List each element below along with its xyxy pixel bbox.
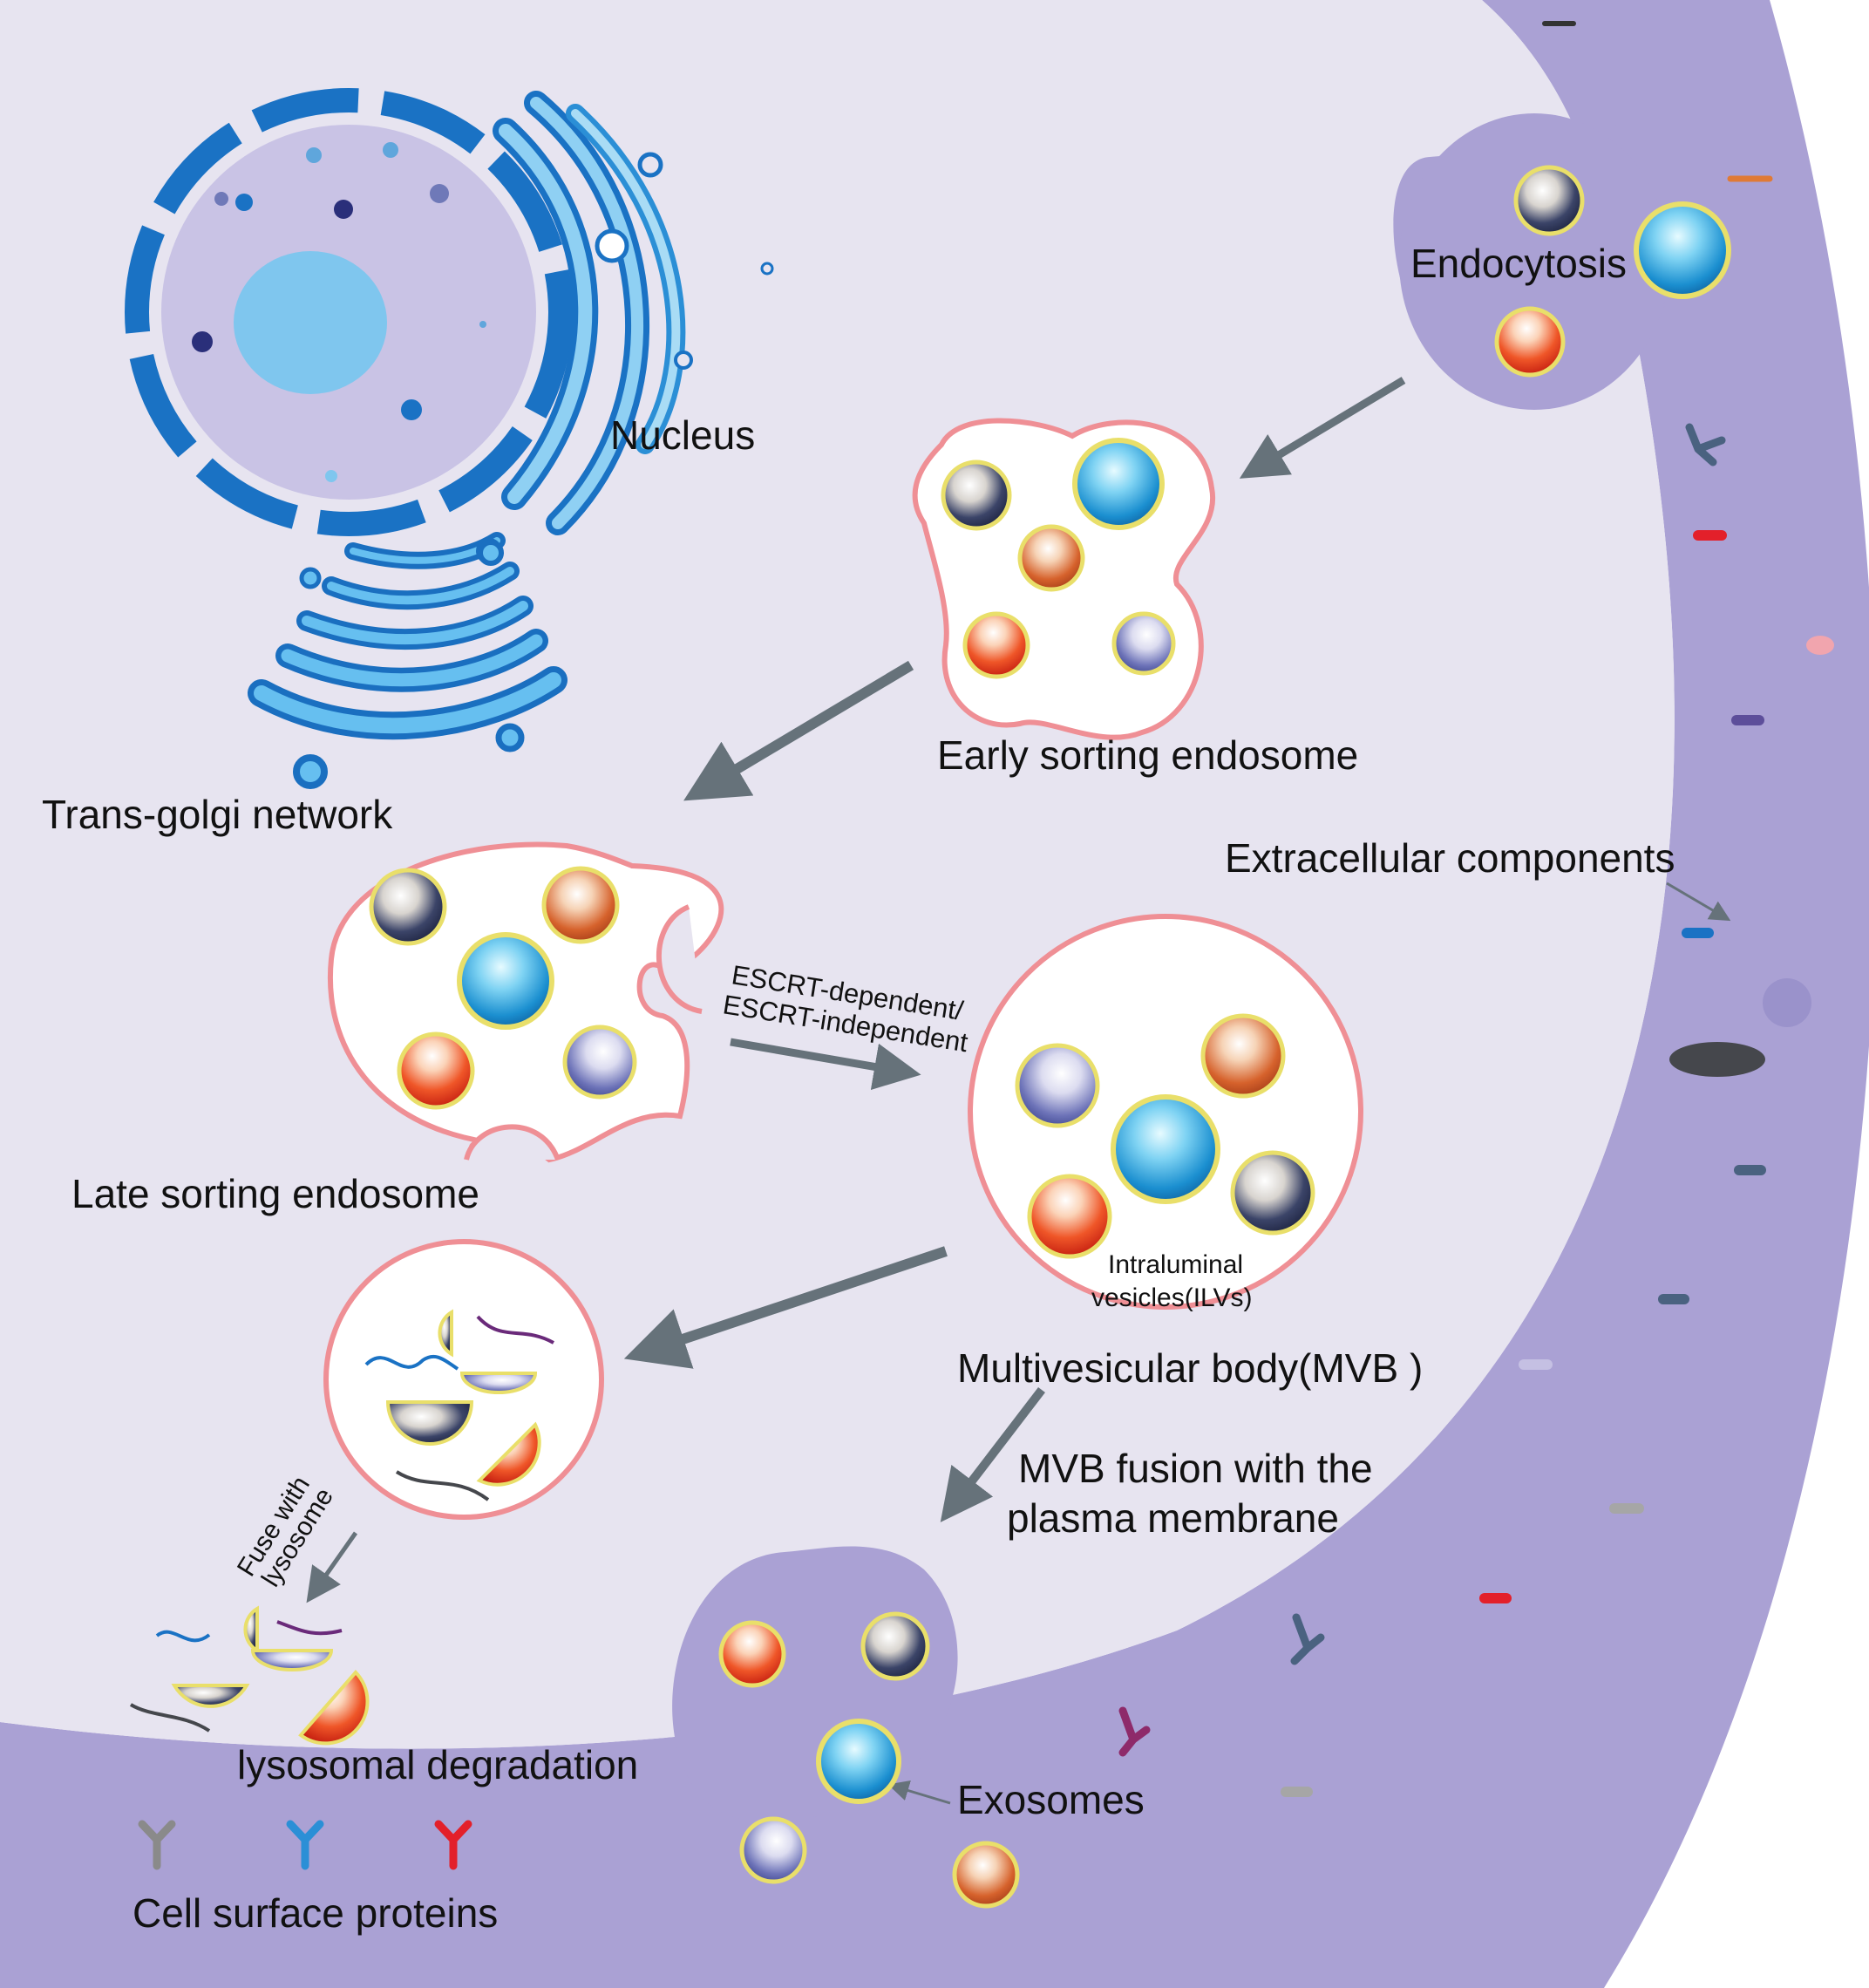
arrow-exosome-pointer: [887, 1780, 951, 1805]
exosome-navy: [860, 1611, 930, 1681]
lysosome-fragment-lav-1: [459, 1372, 538, 1394]
endocytosed-vesicle-cyan: [1634, 201, 1731, 299]
lysosome: [323, 1239, 604, 1520]
arrow-extracellular-pointer: [1666, 882, 1731, 922]
ese-vesicle-orange: [1017, 524, 1085, 592]
exosome-cyan: [816, 1719, 901, 1804]
mvb-vesicle-lavender: [1015, 1043, 1100, 1128]
endocytosis-pocket: [1393, 113, 1731, 410]
protein-strand-dark: [395, 1470, 490, 1501]
late-sorting-endosome-label: Late sorting endosome: [71, 1171, 479, 1216]
protein-strand-cyan: [364, 1354, 459, 1371]
trans-golgi-label: Trans-golgi network: [42, 792, 393, 837]
ilv-label-line1: Intraluminal: [1108, 1250, 1243, 1279]
receptor-icon: [1290, 1613, 1325, 1665]
ese-vesicle-cyan: [1072, 438, 1165, 530]
lse-vesicle-red: [397, 1031, 475, 1110]
lse-vesicle-cyan: [457, 932, 554, 1030]
endocytosed-vesicle-navy: [1513, 165, 1585, 236]
mvb-vesicle-red: [1027, 1174, 1112, 1259]
ese-vesicle-lavender: [1111, 611, 1176, 676]
arrow-lysosome-to-degradation: [306, 1531, 358, 1603]
mvb-fusion-label-line1: MVB fusion with the: [1018, 1446, 1373, 1491]
exosomes-label: Exosomes: [957, 1777, 1145, 1822]
membrane-receptors: [138, 423, 1726, 1870]
receptor-icon: [138, 1820, 176, 1870]
golgi-apparatus: [248, 532, 567, 789]
arrow-lse-to-mvb: [730, 1038, 921, 1091]
extracellular-components-label: Extracellular components: [1225, 835, 1675, 881]
mvb-fusion-label-line2: plasma membrane: [1007, 1495, 1339, 1541]
degradation-products: [129, 1605, 370, 1746]
receptor-icon: [434, 1820, 472, 1870]
lysosome-fragment-navy-1: [385, 1400, 474, 1446]
exosome-lavender: [739, 1816, 807, 1884]
lse-vesicle-navy: [369, 868, 447, 946]
exosome-red: [718, 1620, 786, 1688]
mvb-vesicle-orange: [1200, 1013, 1286, 1099]
nucleus-label: Nucleus: [610, 412, 755, 458]
ese-vesicle-navy: [941, 460, 1012, 531]
multivesicular-body: [968, 914, 1363, 1310]
lse-vesicle-lavender: [562, 1025, 637, 1100]
early-sorting-endosome: [912, 418, 1216, 740]
arrow-mvb-to-plasma-membrane: [940, 1386, 1045, 1522]
ilv-label-line2: vesicles(ILVs): [1091, 1283, 1252, 1312]
endocytosed-vesicle-red: [1494, 306, 1566, 378]
arrow-ese-to-lse: [683, 660, 914, 801]
arrow-mvb-to-lysosome: [623, 1246, 948, 1369]
ese-vesicle-red: [962, 611, 1030, 679]
receptor-icon: [1685, 423, 1726, 466]
arrow-endocytosis-to-ese: [1239, 377, 1406, 479]
late-sorting-endosome: [328, 841, 724, 1163]
pathway-arrows: [306, 377, 1731, 1805]
mvb-label: Multivesicular body(MVB ): [957, 1345, 1423, 1391]
protein-strand-purple: [476, 1315, 554, 1345]
early-sorting-endosome-label: Early sorting endosome: [937, 732, 1358, 778]
receptor-icon: [286, 1820, 324, 1870]
lysosome-fragment-navy-2: [438, 1309, 453, 1358]
receptor-icon: [1118, 1706, 1151, 1757]
exosome-release-pocket: [672, 1546, 1020, 1909]
mvb-vesicle-cyan: [1111, 1094, 1220, 1204]
mvb-vesicle-navy: [1230, 1150, 1315, 1236]
lysosome-fragment-red-1: [476, 1421, 541, 1487]
nucleus: [125, 88, 573, 536]
extracellular-components: [1281, 21, 1834, 1797]
cell-surface-proteins-label: Cell surface proteins: [133, 1890, 498, 1936]
endoplasmic-reticulum: [493, 91, 774, 535]
endocytosis-label: Endocytosis: [1410, 241, 1627, 286]
exosome-orange: [952, 1841, 1020, 1909]
lse-vesicle-orange: [541, 866, 620, 944]
lysosomal-degradation-label: lysosomal degradation: [237, 1742, 638, 1787]
